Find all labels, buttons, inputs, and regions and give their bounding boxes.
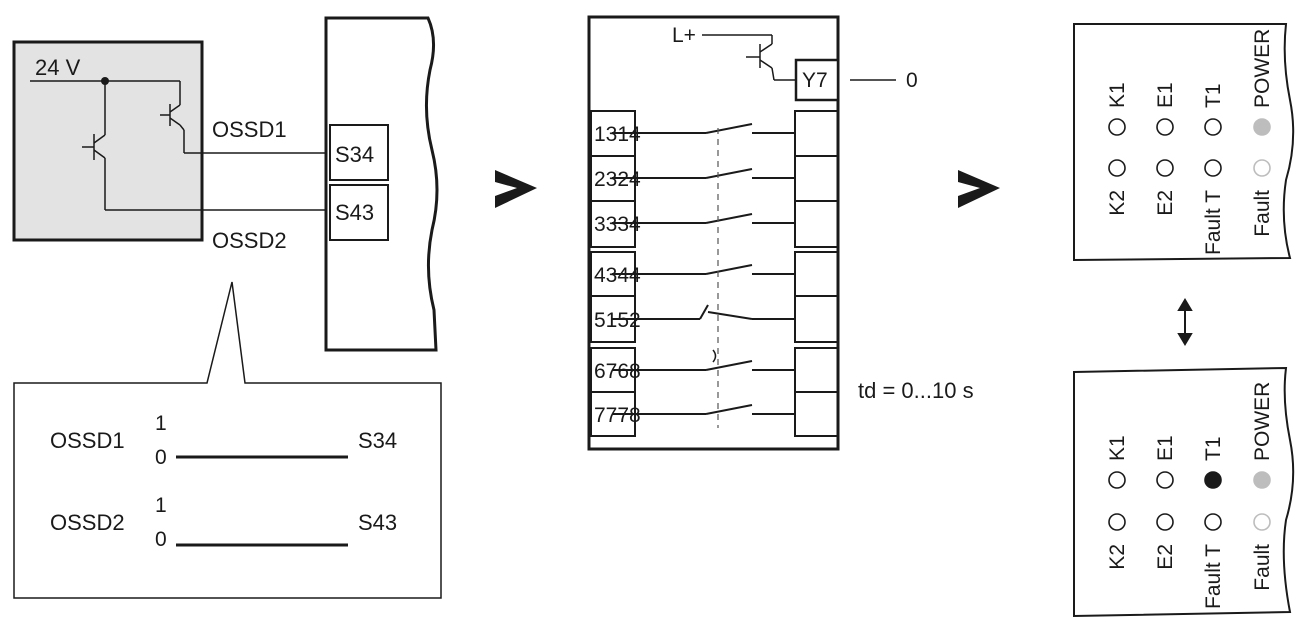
led-power-indicator-icon (1253, 471, 1271, 489)
led-t1-indicator-icon (1204, 118, 1222, 136)
led-k2-indicator-icon (1108, 159, 1126, 177)
timing-signal-ossd1: OSSD1 (50, 428, 125, 453)
timing-callout: OSSD1 1 0 S34 OSSD2 1 0 S43 (13, 281, 442, 599)
led-e2-indicator-icon (1156, 513, 1174, 531)
led-label-k2: K2 (1106, 544, 1129, 570)
relay-module: L+ Y7 0 1314 2324 (587, 15, 974, 451)
terminal-y7-box (794, 58, 840, 102)
relay-supply-label: L+ (672, 24, 696, 47)
contact-label-3334: 3334 (594, 213, 641, 236)
timing-high-ossd1: 1 (155, 412, 167, 435)
contact-label-2324: 2324 (594, 168, 641, 191)
led-panel-1: K1 E1 T1 POWER K2 E2 Fault T Fault (1073, 23, 1295, 262)
output-transistor-icon (702, 34, 796, 81)
transistor-ossd2-icon (82, 81, 330, 211)
led-label-fault: Fault (1251, 544, 1274, 591)
contact-label-1314: 1314 (594, 123, 641, 146)
timing-high-ossd2: 1 (155, 494, 167, 517)
led-k1-indicator-icon (1108, 118, 1126, 136)
contact-label-4344: 4344 (594, 264, 641, 287)
toggle-arrow-icon (1177, 298, 1193, 346)
led-label-fault-t: Fault T (1202, 544, 1225, 609)
led-label-power: POWER (1251, 382, 1274, 461)
led-label-e2: E2 (1154, 544, 1177, 570)
contact-label-5152: 5152 (594, 309, 641, 332)
terminal-s34-label: S34 (335, 142, 374, 167)
sensor-block: 24 V OSSD1 OSSD2 (12, 40, 330, 253)
flow-arrow-2-icon (958, 170, 1000, 208)
delay-mark-icon (712, 349, 717, 363)
led-t1-indicator-icon (1204, 471, 1222, 489)
led-label-k1: K1 (1106, 82, 1129, 108)
led-e2-indicator-icon (1156, 159, 1174, 177)
led-fault-t-indicator-icon (1204, 159, 1222, 177)
timing-terminal-s43: S43 (358, 510, 397, 535)
contact-label-7778: 7778 (594, 404, 641, 427)
timing-terminal-s34: S34 (358, 428, 397, 453)
y7-output-value: 0 (906, 69, 918, 92)
relay-switches (612, 123, 796, 415)
terminal-s34-box (329, 124, 389, 181)
delay-time-label: td = 0...10 s (858, 378, 974, 403)
led-k1-indicator-icon (1108, 471, 1126, 489)
ossd2-label: OSSD2 (212, 228, 287, 253)
led-label-e1: E1 (1154, 435, 1177, 461)
led-panel-2-housing (1073, 366, 1295, 618)
contact-label-6768: 6768 (594, 360, 641, 383)
led-label-power: POWER (1251, 29, 1274, 108)
led-label-fault: Fault (1251, 190, 1274, 237)
terminal-s43-box (329, 184, 389, 241)
led-fault-indicator-icon (1253, 159, 1271, 177)
led-fault-indicator-icon (1253, 513, 1271, 531)
timing-low-ossd2: 0 (155, 528, 167, 551)
ossd1-label: OSSD1 (212, 117, 287, 142)
led-k2-indicator-icon (1108, 513, 1126, 531)
transistor-ossd1-icon (160, 81, 330, 154)
led-label-k1: K1 (1106, 435, 1129, 461)
flow-arrow-1-icon (495, 170, 537, 208)
led-fault-t-indicator-icon (1204, 513, 1222, 531)
timing-signal-ossd2: OSSD2 (50, 510, 125, 535)
led-panel-2: K1 E1 T1 POWER K2 E2 Fault T Fault (1073, 366, 1295, 618)
led-label-fault-t: Fault T (1202, 190, 1225, 255)
sensor-housing (12, 40, 204, 242)
led-panel-1-housing (1073, 23, 1295, 262)
terminal-y7-label: Y7 (802, 69, 828, 92)
led-power-indicator-icon (1253, 118, 1271, 136)
terminal-s43-label: S43 (335, 200, 374, 225)
control-module-left: S34 S43 (324, 16, 439, 352)
callout-outline (13, 281, 442, 599)
timing-low-ossd1: 0 (155, 446, 167, 469)
led-e1-indicator-icon (1156, 118, 1174, 136)
led-label-k2: K2 (1106, 190, 1129, 216)
supply-voltage-label: 24 V (35, 55, 81, 80)
led-label-e2: E2 (1154, 190, 1177, 216)
led-label-t1: T1 (1202, 83, 1225, 108)
led-label-t1: T1 (1202, 436, 1225, 461)
led-label-e1: E1 (1154, 82, 1177, 108)
led-e1-indicator-icon (1156, 471, 1174, 489)
